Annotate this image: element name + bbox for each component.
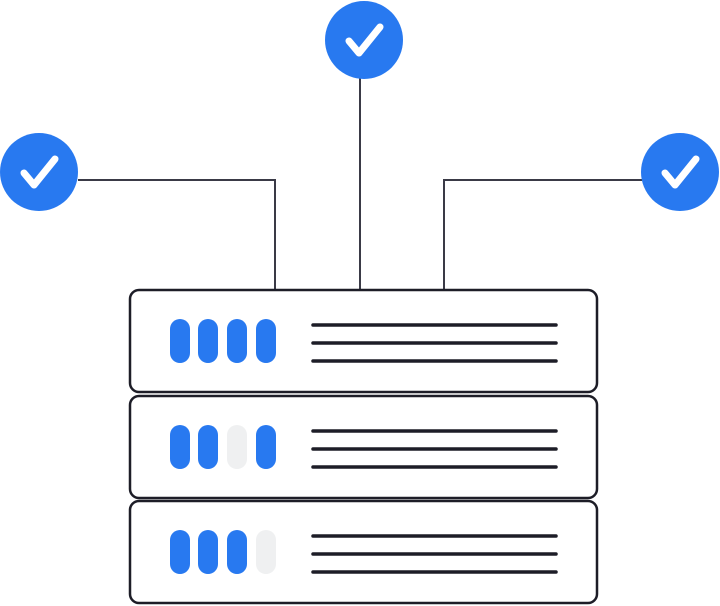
status-led-on <box>170 425 190 469</box>
status-led-off <box>227 425 247 469</box>
check-badge-right <box>641 133 719 211</box>
status-led-on <box>170 319 190 363</box>
server-unit-body <box>128 499 599 605</box>
connector-right <box>443 179 642 290</box>
connector-lines <box>78 78 642 290</box>
badge-circle <box>0 133 78 211</box>
server-unit-body <box>128 288 599 394</box>
status-led-on <box>198 425 218 469</box>
status-led-on <box>227 319 247 363</box>
status-led-on <box>256 319 276 363</box>
status-led-off <box>256 530 276 574</box>
connector-left <box>78 179 276 290</box>
status-led-on <box>198 530 218 574</box>
checkmark-icon <box>20 155 59 189</box>
status-led-on <box>256 425 276 469</box>
status-led-on <box>227 530 247 574</box>
status-led-on <box>198 319 218 363</box>
check-badge-top <box>325 1 403 79</box>
server-unit-middle <box>128 394 599 500</box>
server-unit-body <box>128 394 599 500</box>
server-unit-top <box>128 288 599 394</box>
server-unit-bottom <box>128 499 599 605</box>
check-badge-left <box>0 133 78 211</box>
check-badges <box>0 1 719 211</box>
badge-circle <box>641 133 719 211</box>
badge-circle <box>325 1 403 79</box>
checkmark-icon <box>345 23 384 57</box>
checkmark-icon <box>661 155 700 189</box>
server-stack <box>128 288 599 605</box>
status-led-on <box>170 530 190 574</box>
